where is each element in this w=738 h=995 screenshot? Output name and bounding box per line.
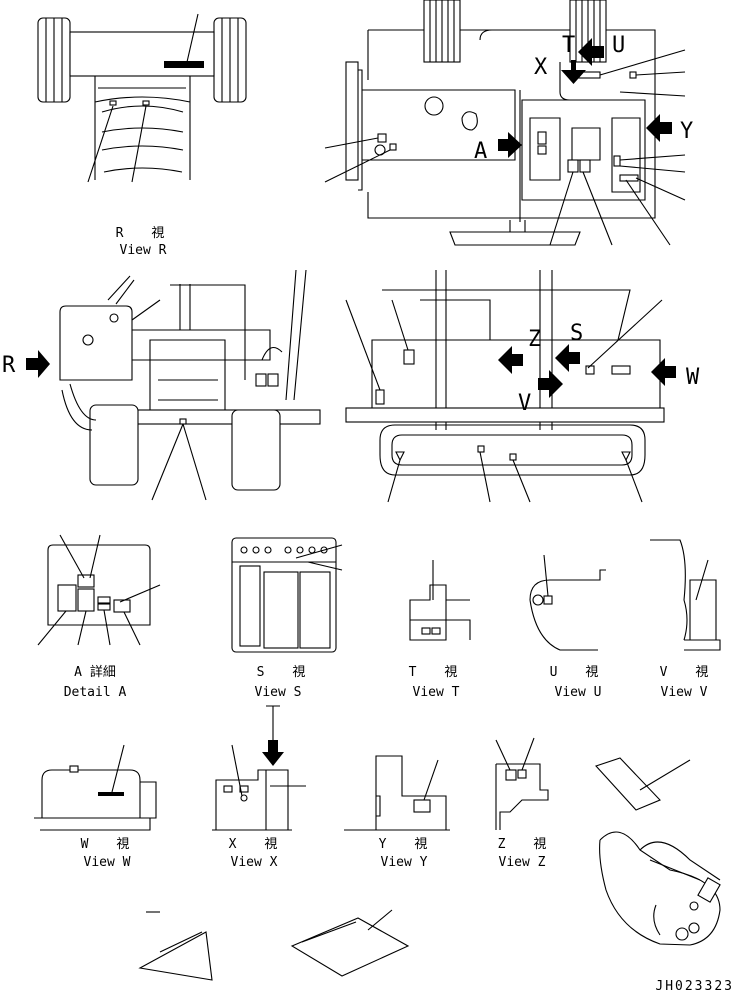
view-letter-w: W (686, 365, 700, 390)
view-r-drawing: R 視 View R (37, 13, 247, 258)
view-z-caption-en: View Z (499, 855, 546, 870)
view-letter-y: Y (680, 119, 693, 144)
arrow-r-icon (26, 350, 50, 378)
view-letter-r: R (2, 353, 16, 378)
view-letter-v: V (518, 391, 531, 416)
view-w-caption-jp: W 視 (81, 837, 140, 852)
view-x-caption-en: View X (231, 855, 278, 870)
arrow-y-icon (646, 114, 672, 142)
arrow-t-icon (578, 38, 604, 66)
view-v-drawing: V 視 View V (650, 539, 721, 700)
machine-rear-view: R (2, 269, 321, 501)
view-y-drawing: Y 視 View Y (344, 755, 450, 870)
view-w-drawing: W 視 View W (34, 744, 157, 870)
loose-label-parts (138, 909, 410, 981)
view-u-caption-en: View U (555, 685, 602, 700)
view-letter-z: Z (528, 327, 541, 352)
view-t-caption-jp: T 視 (409, 665, 468, 680)
view-r-caption-en: View R (120, 243, 167, 258)
view-letter-s: S (570, 321, 583, 346)
view-letter-t: T (562, 33, 575, 58)
arrow-x-detail-icon (262, 740, 284, 766)
view-u-caption-jp: U 視 (550, 665, 609, 680)
view-t-caption-en: View T (413, 685, 460, 700)
view-s-caption-jp: S 視 (257, 665, 316, 680)
arrow-x-icon (561, 60, 586, 84)
view-r-caption-jp: R 視 (116, 226, 175, 241)
view-x-caption-jp: X 視 (229, 837, 288, 852)
view-t-drawing: T 視 View T (409, 560, 471, 700)
detail-a-caption-en: Detail A (64, 685, 127, 700)
komatsu-logo-icon (164, 61, 204, 68)
machine-top-view: A X T U Y (324, 0, 693, 246)
view-s-drawing: S 視 View S (231, 537, 343, 700)
detail-a-caption-jp: A 詳細 (74, 664, 116, 680)
arrow-a-icon (498, 132, 522, 158)
view-u-drawing: U 視 View U (529, 554, 609, 700)
view-w-caption-en: View W (84, 855, 131, 870)
view-s-caption-en: View S (255, 685, 302, 700)
view-v-caption-en: View V (661, 685, 708, 700)
arrow-z-icon (498, 346, 523, 374)
machine-side-view: Z S V W (345, 270, 700, 503)
view-x-drawing: X 視 View X (212, 705, 306, 870)
view-y-caption-jp: Y 視 (379, 837, 438, 852)
view-y-caption-en: View Y (381, 855, 428, 870)
view-z-caption-jp: Z 視 (498, 837, 557, 852)
komatsu-small-logo-icon (98, 792, 124, 796)
arrow-s-icon (555, 344, 580, 372)
isometric-label-illustration (595, 757, 721, 946)
view-letter-a: A (474, 139, 487, 164)
drawing-number: JH023323 (655, 979, 734, 994)
detail-a-drawing: A 詳細 Detail A (37, 534, 161, 700)
arrow-v-icon (538, 370, 563, 398)
view-v-caption-jp: V 視 (660, 665, 719, 680)
arrow-w-icon (651, 358, 676, 386)
view-z-drawing: Z 視 View Z (495, 737, 557, 870)
view-letter-x: X (534, 55, 548, 80)
view-letter-u: U (612, 33, 625, 58)
